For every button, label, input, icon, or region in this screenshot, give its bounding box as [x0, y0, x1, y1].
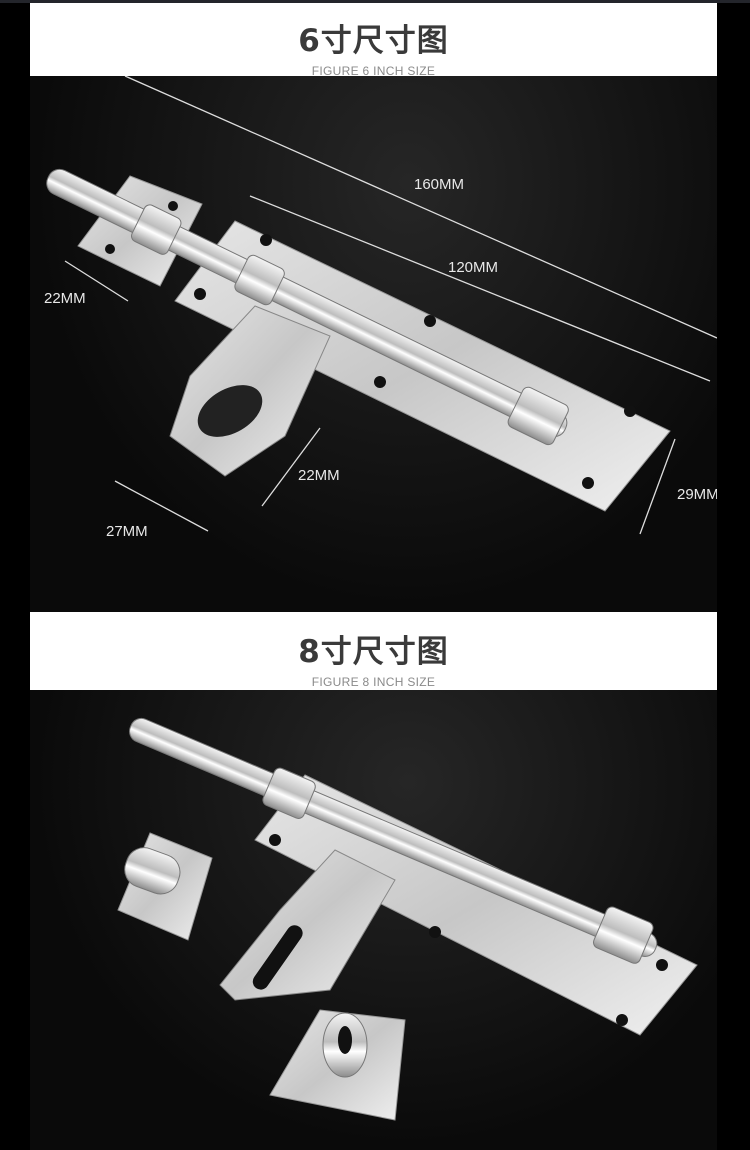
bolt-assembly	[46, 168, 569, 446]
screw-hole	[168, 201, 178, 211]
section-subtitle: FIGURE 6 INCH SIZE	[311, 64, 436, 78]
dim-plate-height: 29MM	[677, 486, 717, 503]
section-title: 6寸尺寸图	[298, 23, 449, 59]
keeper-loop	[124, 847, 181, 895]
bolt-assembly	[129, 717, 658, 964]
section-header-6inch: 6寸尺寸图 FIGURE 6 INCH SIZE	[30, 3, 717, 78]
bolt-rod	[46, 168, 568, 438]
section-title: 8寸尺寸图	[298, 634, 449, 670]
product-image-6inch: 160MM 120MM 22MM 22MM 27MM 29MM	[30, 76, 717, 612]
rod-end-cap	[507, 386, 569, 446]
hasp-slot	[197, 385, 263, 437]
dim-hasp-width: 27MM	[106, 523, 148, 540]
rod-end-cap	[593, 906, 654, 964]
door-bolt-6inch-illustration: 160MM 120MM 22MM 22MM 27MM 29MM	[44, 76, 717, 540]
screw-hole	[105, 244, 115, 254]
hasp-slot	[252, 925, 303, 990]
bolt-rod	[129, 717, 658, 957]
screw-holes	[194, 234, 636, 489]
hasp	[219, 849, 396, 1001]
dimension-lines	[64, 76, 717, 535]
section-subtitle: FIGURE 8 INCH SIZE	[311, 675, 436, 689]
dim-hasp-height: 22MM	[298, 467, 340, 484]
dim-plate-length: 120MM	[448, 259, 498, 276]
dim-keeper-width: 22MM	[44, 290, 86, 307]
rod-guide	[131, 204, 182, 255]
staple-hole	[338, 1026, 352, 1054]
rod-guide	[262, 767, 316, 819]
door-bolt-8inch-illustration	[117, 717, 698, 1121]
section-header-8inch: 8寸尺寸图 FIGURE 8 INCH SIZE	[30, 612, 717, 690]
rod-guide	[234, 254, 285, 306]
dim-total-length: 160MM	[414, 176, 464, 193]
top-strip	[0, 0, 750, 3]
product-image-8inch	[30, 690, 717, 1150]
